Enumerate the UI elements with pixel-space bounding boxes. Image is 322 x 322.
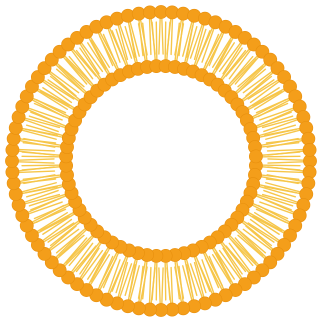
aqueous-core	[74, 74, 248, 248]
outer-lipid-head	[303, 143, 316, 156]
inner-lipid-head	[249, 150, 262, 163]
